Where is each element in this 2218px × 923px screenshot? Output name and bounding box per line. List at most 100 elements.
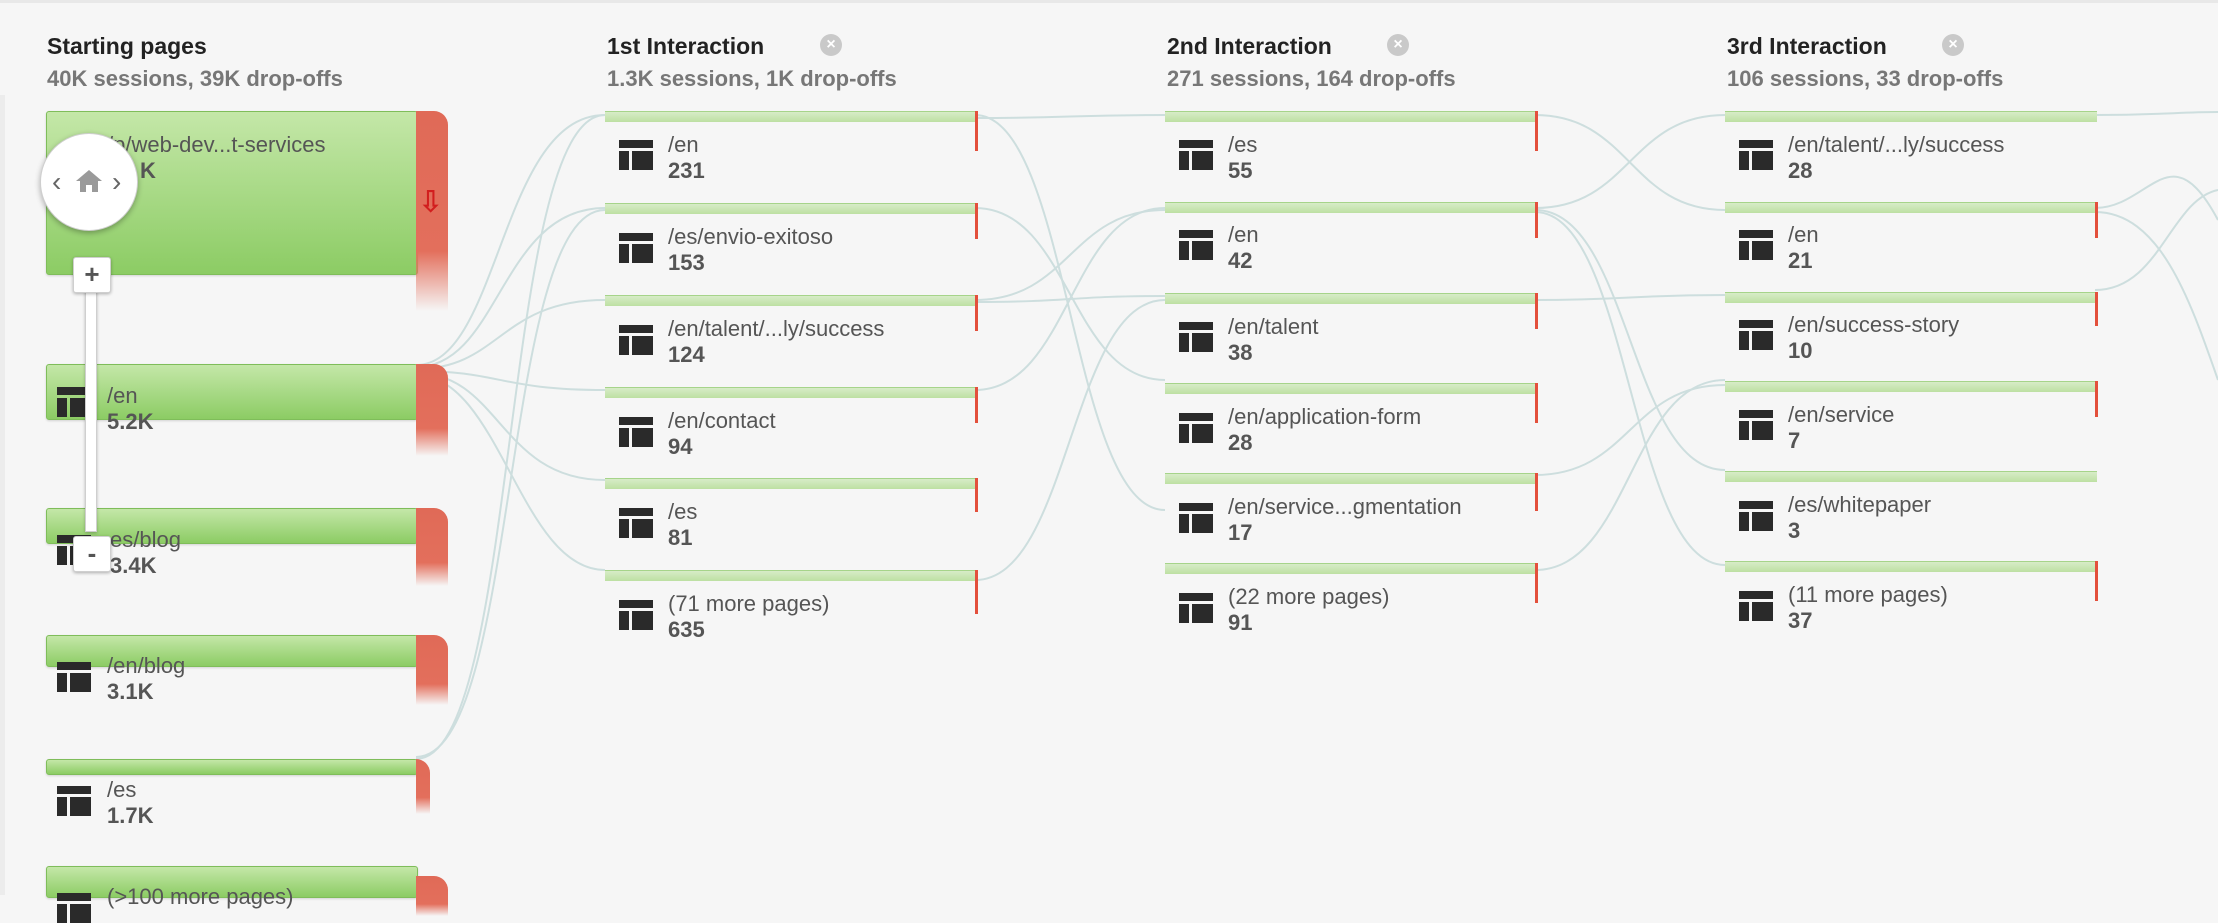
node-bar[interactable] — [1165, 202, 1537, 213]
page-icon — [1179, 503, 1213, 533]
flow-line — [2094, 189, 2218, 291]
close-icon[interactable]: × — [1942, 34, 1964, 56]
home-icon[interactable] — [74, 168, 104, 194]
node-bar[interactable] — [1165, 473, 1537, 484]
node-bar[interactable] — [46, 364, 418, 420]
dropoff-bar[interactable] — [1535, 293, 1538, 329]
node-bar[interactable] — [605, 295, 977, 306]
dropoff-bar[interactable] — [416, 508, 448, 586]
node-bar[interactable] — [46, 866, 418, 898]
flow-line — [415, 207, 606, 368]
dropoff-bar[interactable] — [1535, 111, 1538, 151]
dropoff-bar[interactable] — [2095, 381, 2098, 417]
page-name: /en — [668, 132, 699, 157]
dropoff-bar[interactable] — [1535, 563, 1538, 603]
node-bar[interactable] — [1165, 563, 1537, 574]
zoom-slider-track[interactable] — [85, 290, 97, 532]
page-count: 3.1K — [107, 679, 154, 704]
page-icon — [57, 387, 91, 417]
flow-line — [415, 209, 606, 758]
page-count: 28 — [1228, 430, 1253, 455]
page-name: /en/service — [1788, 402, 1895, 427]
close-icon[interactable]: × — [1387, 34, 1409, 56]
dropoff-bar[interactable] — [2095, 561, 2098, 601]
dropoff-bar[interactable] — [416, 759, 430, 814]
close-icon[interactable]: × — [820, 34, 842, 56]
page-count: 3.4K — [110, 553, 157, 578]
dropoff-bar[interactable] — [975, 478, 978, 512]
flow-line — [2094, 111, 2218, 116]
node-bar[interactable] — [46, 759, 418, 775]
page-icon — [619, 140, 653, 170]
page-icon — [619, 508, 653, 538]
zoom-in-button[interactable]: + — [73, 257, 111, 293]
node-bar[interactable] — [605, 387, 977, 398]
flow-line — [415, 299, 606, 370]
pan-right-icon[interactable]: › — [112, 166, 122, 197]
node-bar[interactable] — [605, 203, 977, 214]
flow-line — [974, 207, 1166, 391]
node-bar[interactable] — [605, 570, 977, 581]
dropoff-bar[interactable] — [975, 203, 978, 239]
page-count: 37 — [1788, 608, 1813, 633]
page-name: (>100 more pages) — [107, 884, 294, 909]
page-icon — [57, 662, 91, 692]
dropoff-bar[interactable] — [975, 570, 978, 614]
dropoff-bar[interactable] — [2095, 202, 2098, 238]
pan-left-icon[interactable]: ‹ — [52, 166, 62, 197]
dropoff-bar[interactable] — [416, 111, 448, 311]
flow-line — [1534, 294, 1726, 301]
page-count: 17 — [1228, 520, 1253, 545]
page-icon — [619, 417, 653, 447]
dropoff-bar[interactable] — [975, 387, 978, 423]
zoom-out-button[interactable]: - — [73, 536, 111, 572]
page-name: /en/blog — [107, 653, 186, 678]
node-bar[interactable] — [46, 635, 418, 667]
page-count: 55 — [1228, 158, 1253, 183]
page-icon — [1179, 593, 1213, 623]
node-bar[interactable] — [605, 111, 977, 122]
node-bar[interactable] — [1725, 202, 2097, 213]
page-icon — [1739, 230, 1773, 260]
third-interaction-title: 3rd Interaction — [1727, 33, 1887, 59]
dropoff-bar[interactable] — [975, 111, 978, 151]
page-count: 7 — [1788, 428, 1801, 453]
page-icon — [1179, 322, 1213, 352]
flow-line — [415, 114, 606, 366]
dropoff-bar[interactable] — [416, 635, 448, 705]
node-bar[interactable] — [605, 478, 977, 489]
first-interaction-summary: 1.3K sessions, 1K drop-offs — [607, 66, 897, 91]
page-count: 635 — [668, 617, 705, 642]
node-bar[interactable] — [1725, 111, 2097, 122]
page-count: 5.2K — [107, 409, 154, 434]
node-bar[interactable] — [46, 508, 418, 544]
dropoff-bar[interactable] — [1535, 202, 1538, 238]
page-icon — [57, 893, 91, 923]
page-name: /en — [1228, 222, 1259, 247]
dropoff-bar[interactable] — [1535, 383, 1538, 423]
node-bar[interactable] — [1725, 292, 2097, 303]
left-edge-strip — [0, 95, 5, 895]
flow-line — [974, 299, 1166, 581]
node-bar[interactable] — [1165, 383, 1537, 394]
starting-pages-title: Starting pages — [47, 33, 207, 59]
page-name: /es — [1228, 132, 1258, 157]
dropoff-bar[interactable] — [416, 876, 448, 916]
node-bar[interactable] — [1165, 293, 1537, 304]
page-name: /es — [668, 499, 698, 524]
node-bar[interactable] — [1725, 561, 2097, 572]
node-bar[interactable] — [1725, 471, 2097, 482]
dropoff-bar[interactable] — [2095, 292, 2098, 326]
page-count: 38 — [1228, 340, 1253, 365]
page-count: 124 — [668, 342, 705, 367]
node-bar[interactable] — [1725, 381, 2097, 392]
flow-line — [1534, 209, 1726, 471]
second-interaction-summary: 271 sessions, 164 drop-offs — [1167, 66, 1456, 91]
dropoff-bar[interactable] — [1535, 473, 1538, 511]
drop-arrow-icon: ⇩ — [418, 186, 444, 219]
node-bar[interactable] — [1165, 111, 1537, 122]
dropoff-bar[interactable] — [416, 364, 448, 456]
dropoff-bar[interactable] — [975, 295, 978, 331]
top-border — [0, 0, 2218, 3]
